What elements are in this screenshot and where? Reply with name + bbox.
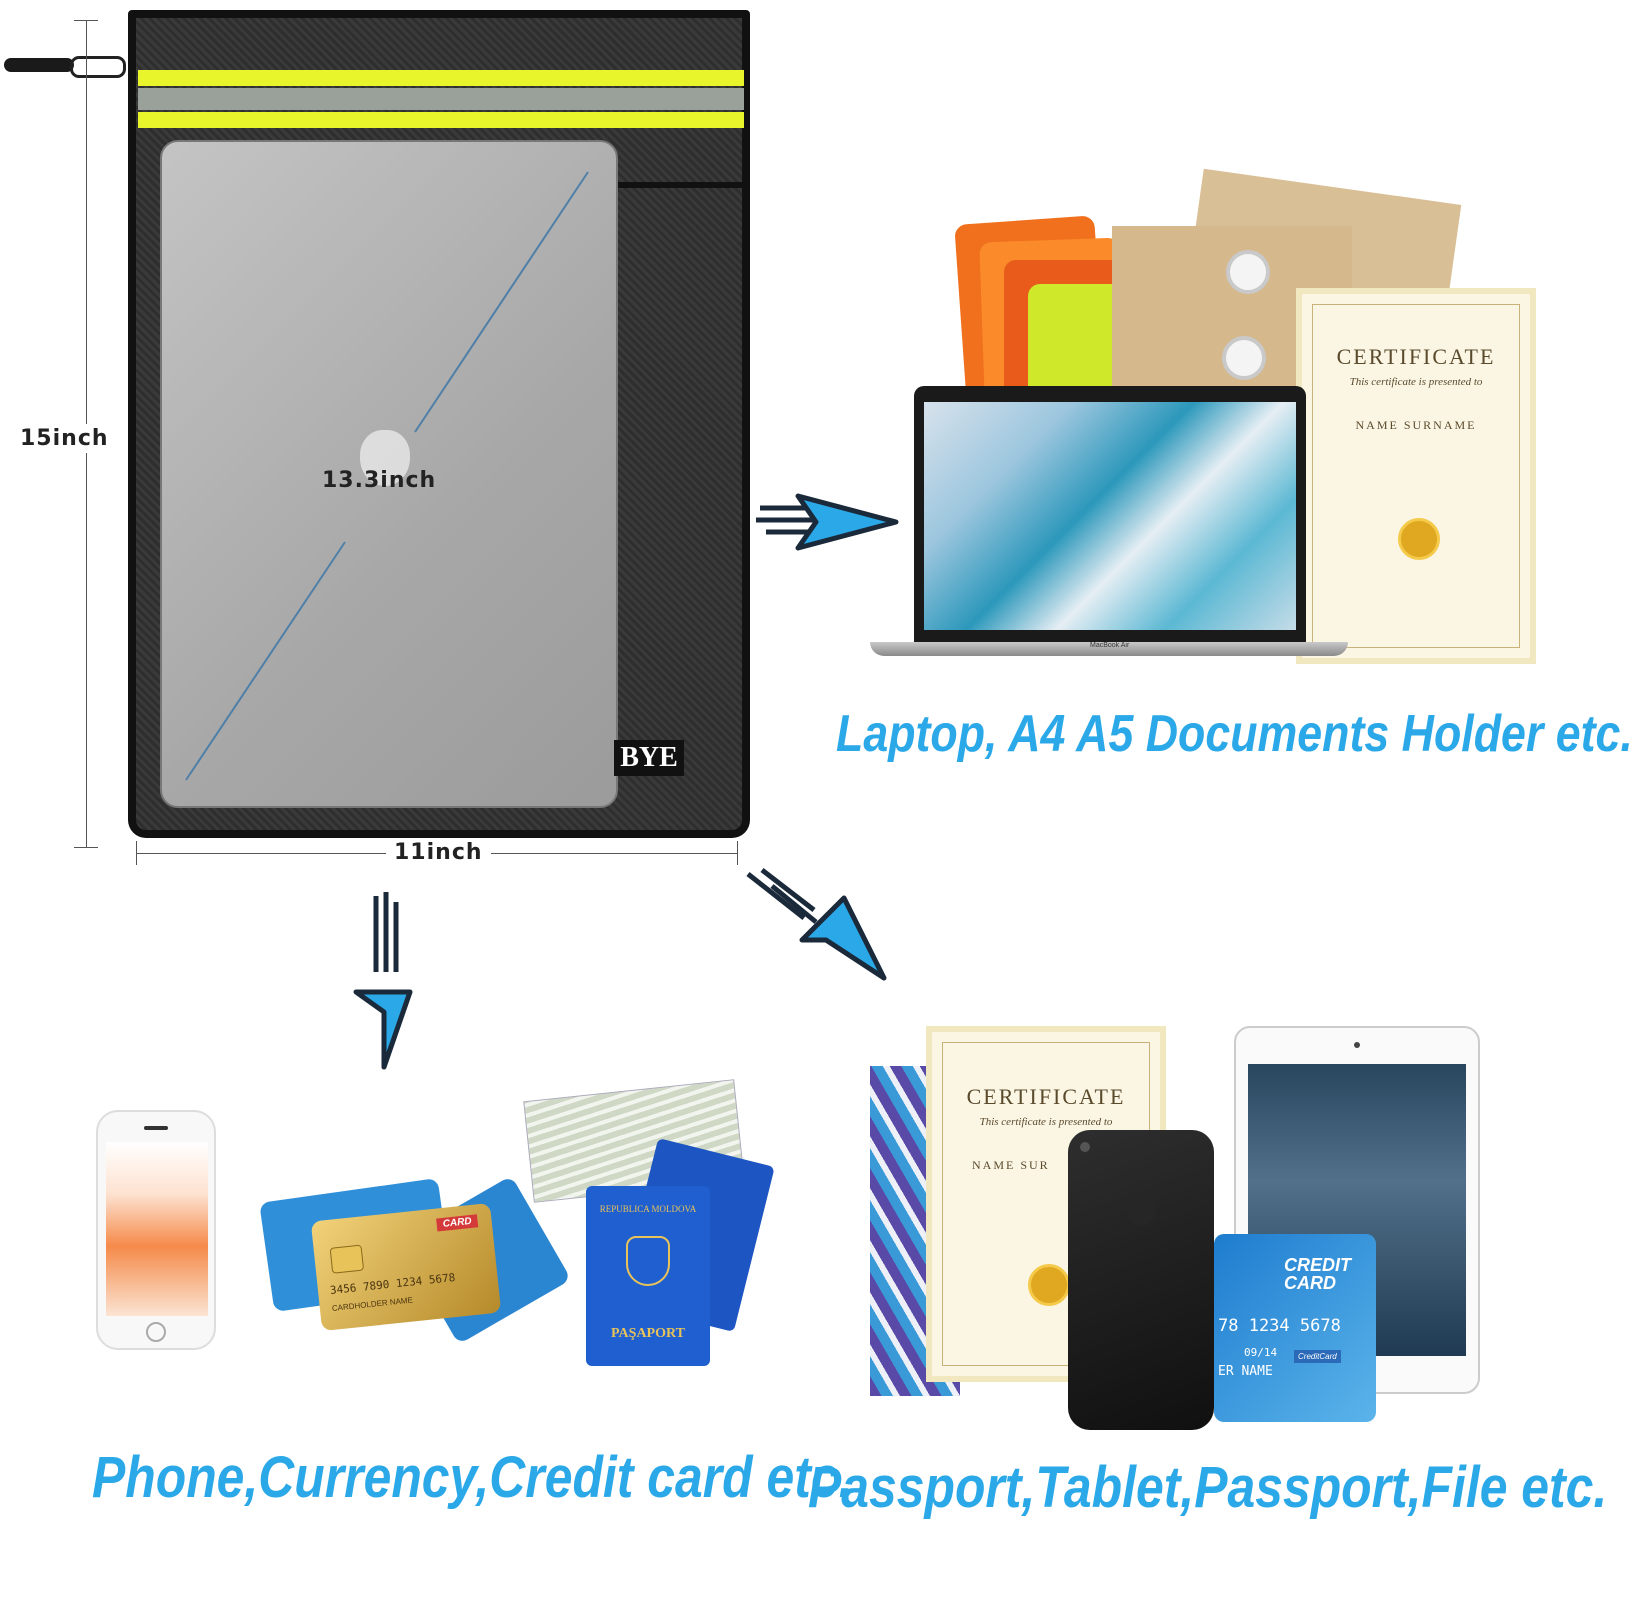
card-gold-badge: CARD — [436, 1214, 479, 1232]
credit-card-holder: ER NAME — [1218, 1364, 1273, 1379]
zipper-pull — [4, 58, 74, 72]
reflective-strip-bottom — [138, 112, 744, 128]
apple-logo-icon — [360, 430, 410, 486]
small-items-group: CARD 3456 7890 1234 5678 CARDHOLDER NAME… — [90, 1070, 790, 1370]
card-chip-icon — [329, 1244, 365, 1274]
laptop-base — [870, 642, 1348, 656]
envelope-button-top — [1226, 250, 1270, 294]
credit-card-brand: CreditCard — [1294, 1350, 1341, 1363]
flap-edge — [612, 182, 744, 188]
passport-front: REPUBLICA MOLDOVA PAŞAPORT — [586, 1186, 710, 1366]
documents-laptop-group: CERTIFICATE This certificate is presente… — [860, 168, 1560, 680]
caption-bottom-left: Phone,Currency,Credit card etc. — [92, 1445, 853, 1510]
phone-camera-icon — [1080, 1142, 1090, 1152]
phone-white — [96, 1110, 216, 1350]
credit-card-valid: 09/14 — [1244, 1346, 1278, 1359]
measurement-diagonal — [185, 171, 589, 781]
phone-apple-logo-icon — [1126, 1192, 1156, 1226]
certificate: CERTIFICATE This certificate is presente… — [1296, 288, 1536, 664]
credit-card-blue: CREDIT CARD 78 1234 5678 09/14 ER NAME C… — [1214, 1234, 1376, 1422]
phone-speaker — [144, 1126, 168, 1130]
envelope-button-bottom — [1222, 336, 1266, 380]
reflective-strip-top — [138, 70, 744, 86]
passport-emblem-icon — [626, 1236, 670, 1286]
certificate-2-subtitle: This certificate is presented to — [979, 1116, 1113, 1128]
phone-black — [1068, 1130, 1214, 1430]
passport-country: REPUBLICA MOLDOVA — [599, 1204, 697, 1214]
card-gold-holder: CARDHOLDER NAME — [331, 1295, 414, 1313]
certificate-2-title: CERTIFICATE — [966, 1084, 1126, 1109]
width-dimension-tick-left — [136, 841, 137, 865]
tablet-camera — [1354, 1042, 1360, 1048]
arrow-down-icon — [353, 892, 413, 1070]
phone-screen — [106, 1142, 208, 1316]
height-dimension-tick-top — [74, 20, 98, 21]
award-seal-icon-2 — [1028, 1264, 1070, 1306]
laptop-size-label: 13.3inch — [322, 468, 437, 493]
credit-card-title: CREDIT CARD — [1284, 1255, 1351, 1293]
large-items-group: CERTIFICATE This certificate is presente… — [866, 1024, 1486, 1444]
zipper-ring — [70, 56, 126, 78]
passport-title: PAŞAPORT — [611, 1326, 685, 1341]
card-gold: CARD 3456 7890 1234 5678 CARDHOLDER NAME — [310, 1202, 502, 1332]
award-seal-icon — [1398, 518, 1440, 560]
caption-bottom-right: Passport,Tablet,Passport,File etc. — [808, 1455, 1608, 1520]
card-gold-number: 3456 7890 1234 5678 — [329, 1270, 456, 1298]
certificate-subtitle: This certificate is presented to — [1349, 376, 1483, 388]
arrow-diagonal-icon — [746, 868, 887, 981]
certificate-2-name: NAME SUR — [972, 1158, 1050, 1172]
laptop-wallpaper — [924, 402, 1296, 630]
certificate-inner-border — [1312, 304, 1520, 648]
height-label: 15inch — [20, 424, 109, 453]
phone-home-button — [146, 1322, 166, 1342]
arrow-right-icon — [756, 493, 899, 551]
credit-card-number: 78 1234 5678 — [1218, 1316, 1341, 1336]
reflective-strip-grey — [138, 88, 744, 110]
width-label: 11inch — [386, 840, 491, 865]
certificate-name: NAME SURNAME — [1355, 418, 1477, 432]
caption-top-right: Laptop, A4 A5 Documents Holder etc. — [836, 705, 1633, 763]
laptop-screen — [914, 386, 1306, 642]
height-dimension-tick-bottom — [74, 847, 98, 848]
product-bag: 13.3inch BYE 15inch 11inch — [0, 0, 760, 880]
laptop-model-label: MacBook Air — [1090, 642, 1130, 649]
width-dimension-tick-right — [737, 841, 738, 865]
certificate-title: CERTIFICATE — [1336, 344, 1496, 369]
brand-label: BYE — [614, 740, 684, 776]
